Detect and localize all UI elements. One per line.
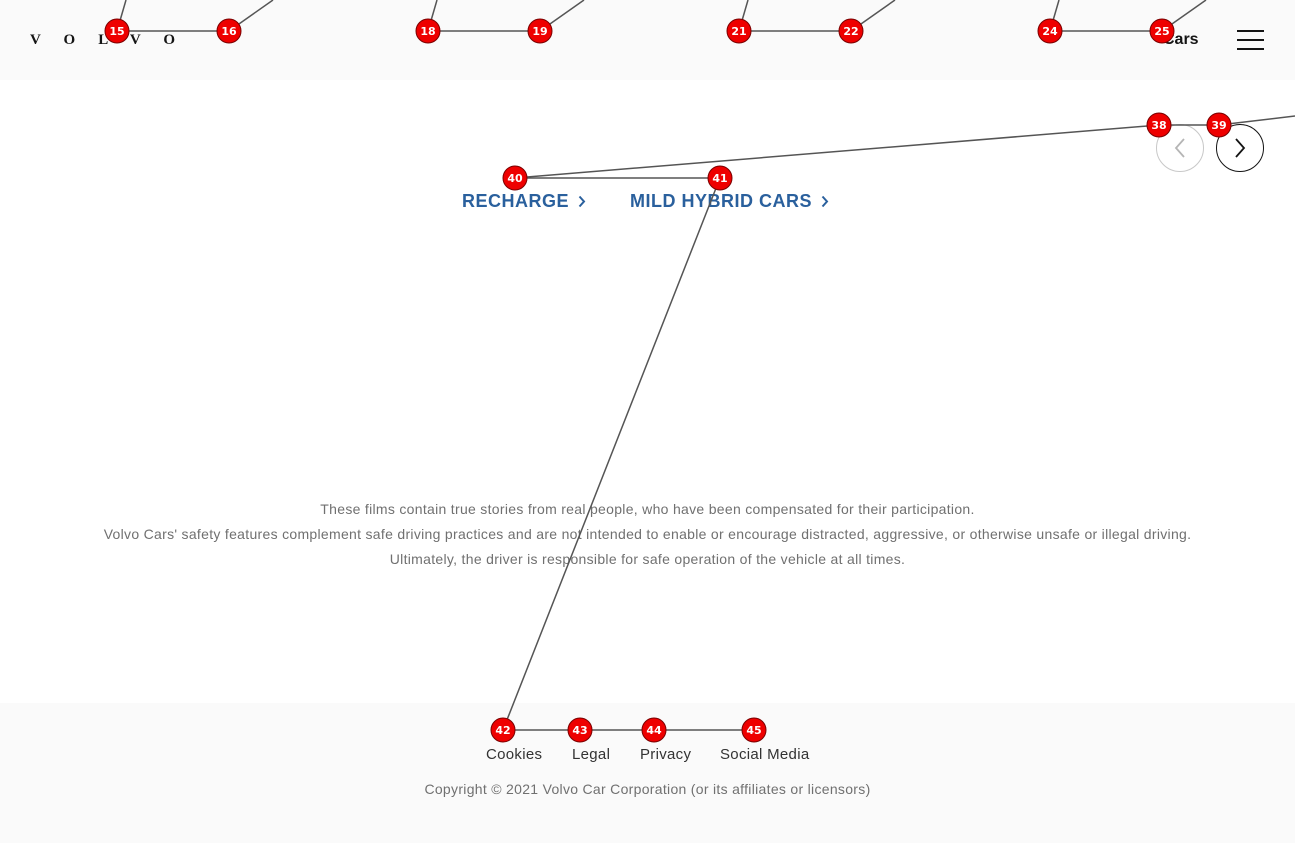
chevron-left-icon xyxy=(1174,138,1185,158)
recharge-link-label: RECHARGE xyxy=(462,191,570,211)
volvo-logo[interactable]: VOLVO xyxy=(30,32,199,48)
hamburger-menu-icon[interactable] xyxy=(1237,30,1264,50)
safety-disclaimer: These films contain true stories from re… xyxy=(0,497,1295,572)
footer-link-privacy[interactable]: Privacy xyxy=(640,746,692,763)
site-footer: Cookies Legal Privacy Social Media Copyr… xyxy=(0,703,1295,843)
overlay-lines xyxy=(116,0,1295,731)
carousel-prev-button[interactable] xyxy=(1156,124,1204,172)
site-header: VOLVO Cars xyxy=(0,0,1295,80)
chevron-right-icon xyxy=(578,195,586,208)
overlay-marker-label: 41 xyxy=(712,172,727,185)
chevron-right-icon xyxy=(1235,138,1246,158)
carousel-next-button[interactable] xyxy=(1216,124,1264,172)
menu-bar xyxy=(1237,48,1264,50)
disclaimer-line: Ultimately, the driver is responsible fo… xyxy=(389,551,906,567)
footer-link-social-media[interactable]: Social Media xyxy=(720,746,810,763)
menu-bar xyxy=(1237,30,1264,32)
overlay-marker: 41 xyxy=(707,165,733,191)
disclaimer-line: Volvo Cars' safety features complement s… xyxy=(103,526,1192,542)
footer-link-cookies[interactable]: Cookies xyxy=(486,746,543,763)
disclaimer-line: These films contain true stories from re… xyxy=(320,501,975,517)
menu-bar xyxy=(1237,39,1264,41)
recharge-link[interactable]: RECHARGE xyxy=(462,191,586,212)
overlay-marker: 40 xyxy=(502,165,528,191)
nav-cars-link[interactable]: Cars xyxy=(1163,31,1199,48)
mild-hybrid-cars-link[interactable]: MILD HYBRID CARS xyxy=(630,191,829,212)
overlay-marker-label: 40 xyxy=(507,172,523,185)
footer-link-legal[interactable]: Legal xyxy=(572,746,611,763)
chevron-right-icon xyxy=(821,195,829,208)
copyright-text: Copyright © 2021 Volvo Car Corporation (… xyxy=(424,781,871,797)
mild-hybrid-cars-link-label: MILD HYBRID CARS xyxy=(630,191,812,211)
